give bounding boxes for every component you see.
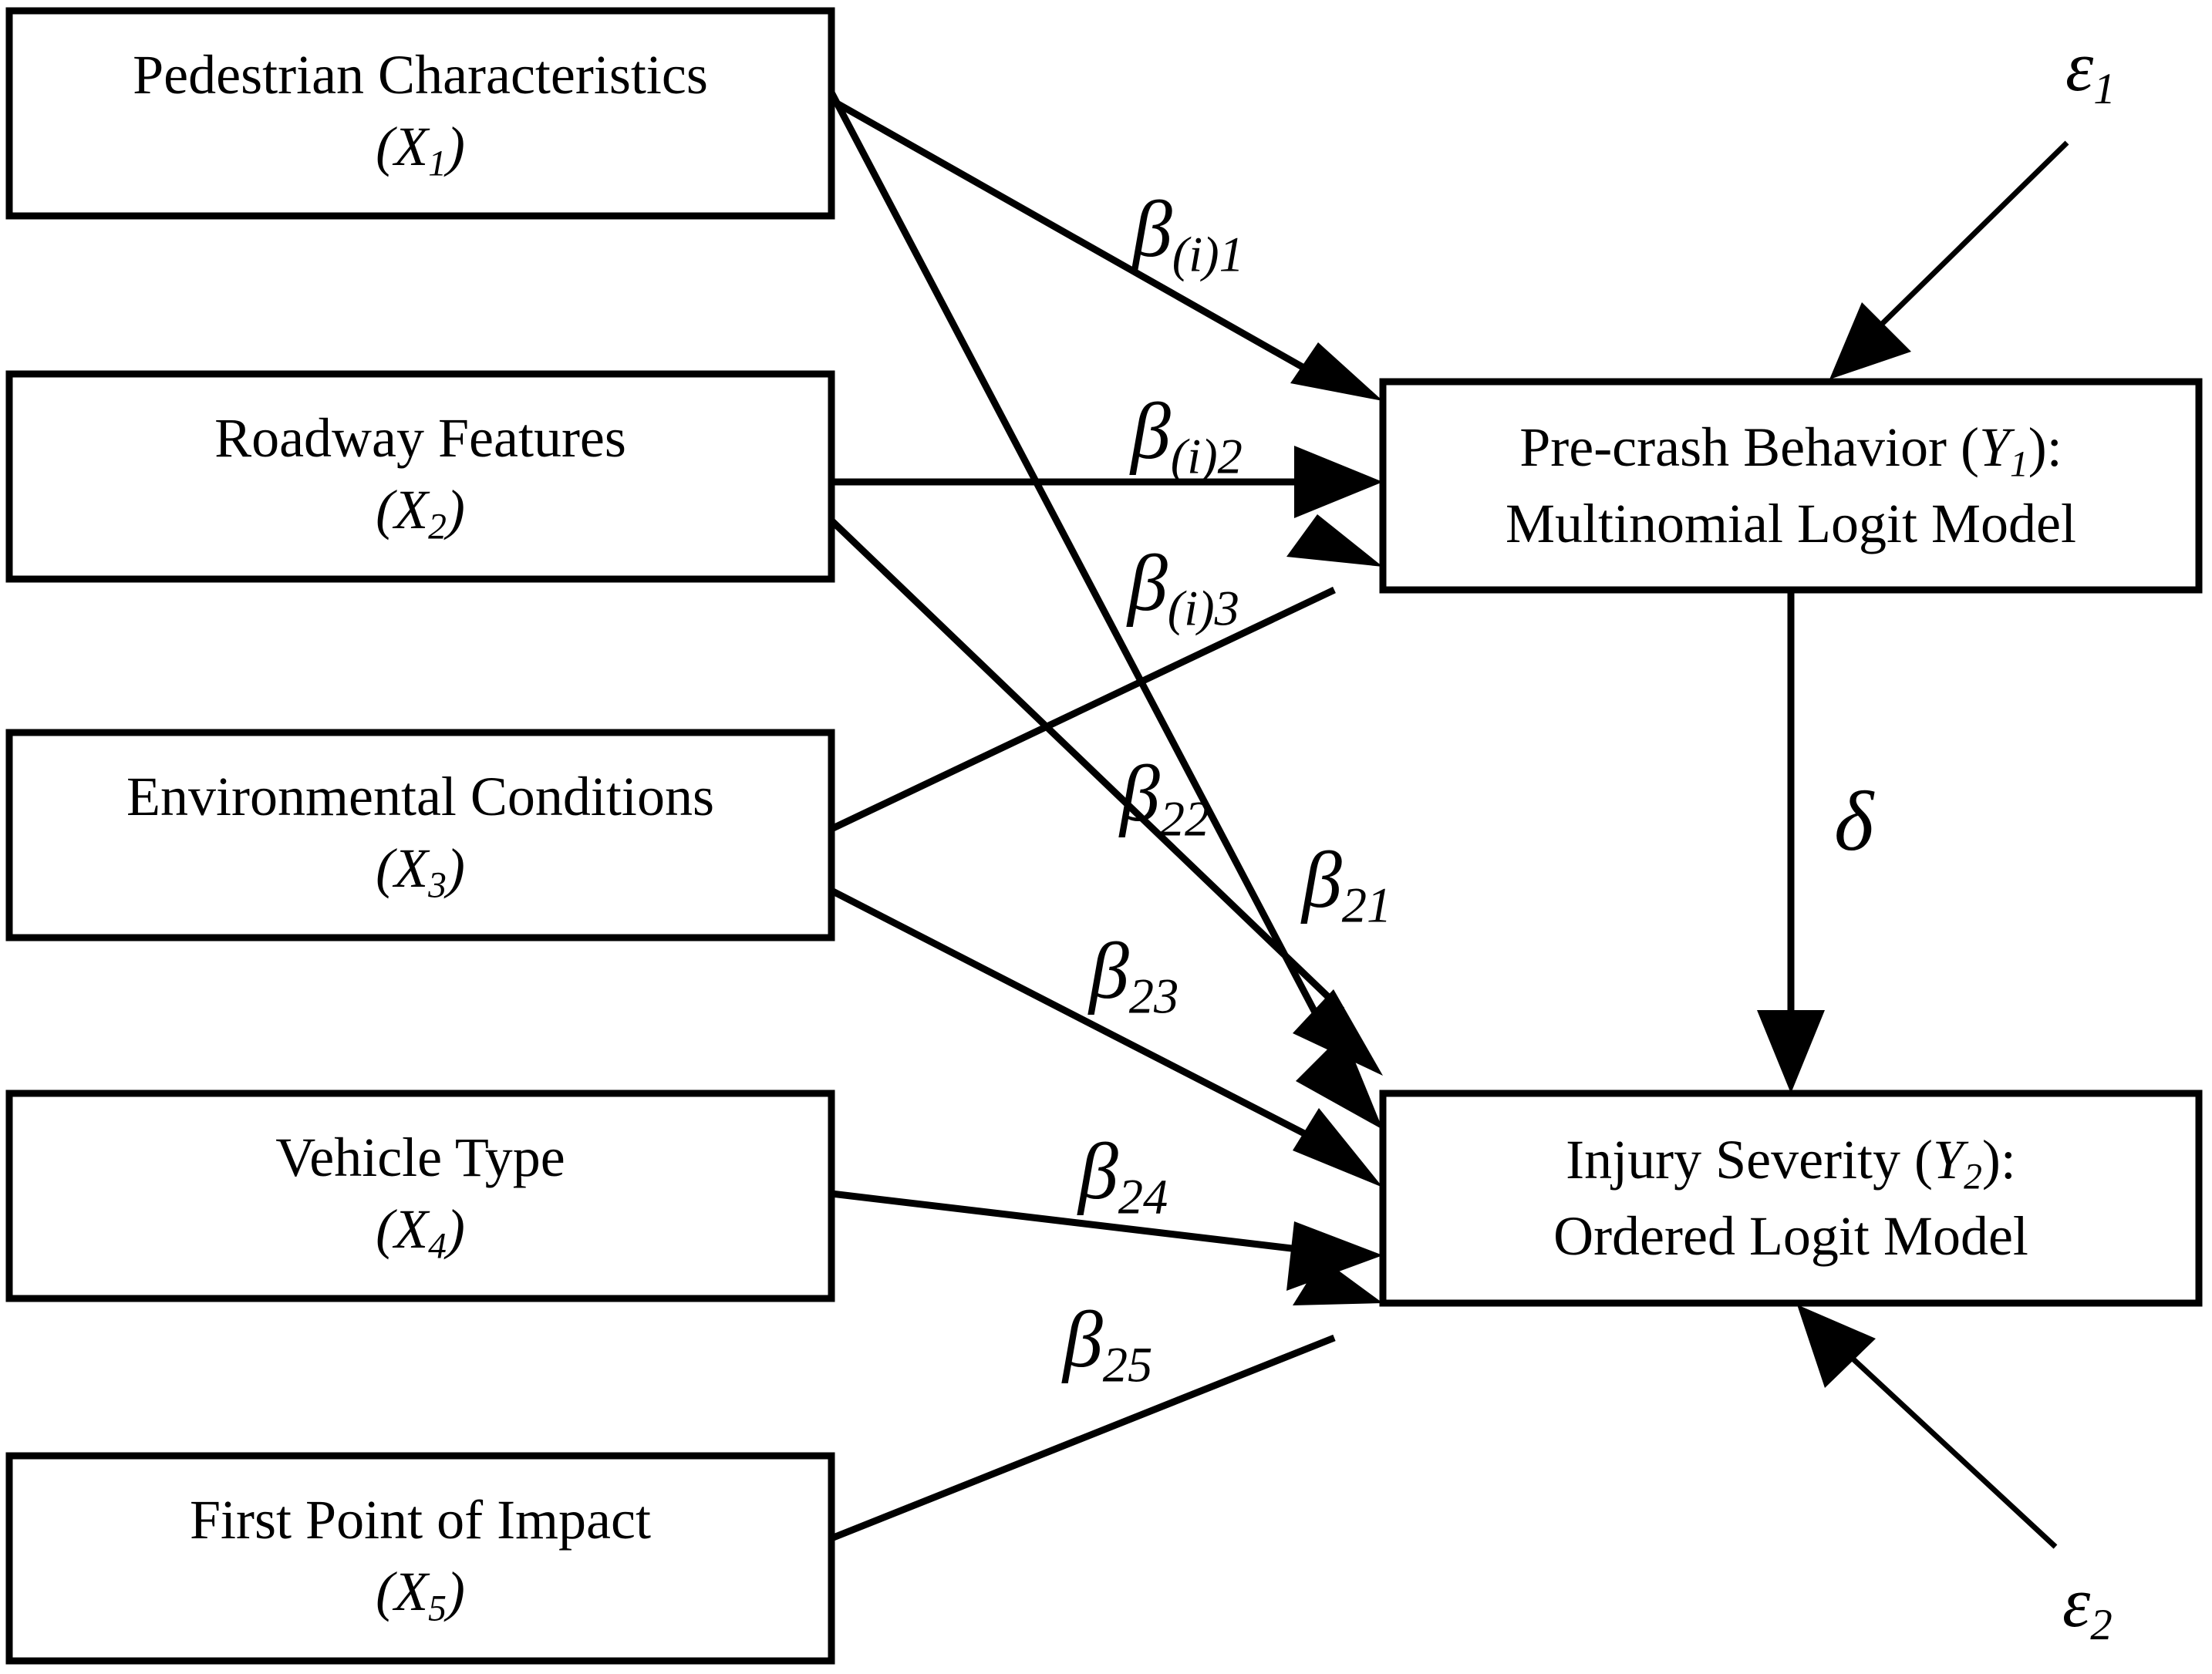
label-vehicle-type: Vehicle Type (X4): [9, 1093, 831, 1298]
path-epsilon2-to-y2: [1797, 1305, 2058, 1549]
box-injury-severity[interactable]: [1379, 1090, 2203, 1307]
arrowhead-epsilon2: [1797, 1305, 1876, 1388]
label-roadway-features: Roadway Features (X2): [9, 374, 831, 579]
label-first-point-of-impact: First Point of Impact (X5): [9, 1456, 831, 1661]
arrowhead-x2-y2: [1293, 989, 1383, 1076]
path-label-beta-22: β22: [1120, 749, 1210, 847]
label-environmental-conditions: Environmental Conditions (X3): [9, 733, 831, 938]
path-y1-to-y2-delta: [1757, 590, 1825, 1093]
box-title: Environmental Conditions: [126, 766, 714, 828]
box-roadway-features[interactable]: [5, 370, 835, 583]
arrowhead-x2-y1: [1294, 446, 1383, 518]
arrowhead-epsilon1: [1829, 302, 1911, 379]
box-title-line2: Ordered Logit Model: [1553, 1205, 2028, 1268]
path-label-beta-24: β24: [1078, 1127, 1168, 1224]
box-environmental-conditions[interactable]: [5, 729, 835, 941]
box-first-point-of-impact[interactable]: [5, 1452, 835, 1665]
box-title-line1: Pre-crash Behavior (Y1):: [1519, 416, 2062, 485]
label-pedestrian-characteristics: Pedestrian Characteristics (X1): [9, 11, 831, 216]
label-pre-crash-behavior: Pre-crash Behavior (Y1): Multinomial Log…: [1383, 382, 2199, 590]
path-x3-to-y1: [830, 514, 1383, 833]
box-title: First Point of Impact: [190, 1489, 651, 1551]
box-variable: (X1): [376, 115, 465, 184]
path-x2-to-y1: [831, 446, 1383, 518]
arrowhead-x5-y2: [1293, 1258, 1383, 1305]
label-injury-severity: Injury Severity (Y2): Ordered Logit Mode…: [1383, 1093, 2199, 1303]
box-title-line2: Multinomial Logit Model: [1506, 493, 2076, 555]
path-epsilon1-to-y1: [1829, 140, 2069, 379]
path-label-beta-21: β21: [1302, 836, 1392, 933]
box-title: Vehicle Type: [275, 1127, 565, 1189]
path-label-beta-i3: β(i)3: [1128, 539, 1239, 636]
box-pre-crash-behavior[interactable]: [1379, 378, 2203, 594]
box-title: Roadway Features: [214, 407, 626, 470]
path-x5-to-y2: [830, 1258, 1383, 1542]
path-x3-to-y2: [829, 887, 1383, 1187]
box-variable: (X3): [376, 837, 465, 905]
box-variable: (X4): [376, 1197, 465, 1266]
error-label-epsilon-1: ε1: [2065, 27, 2116, 114]
path-label-beta-25: β25: [1063, 1295, 1153, 1393]
box-variable: (X2): [376, 478, 465, 547]
error-label-epsilon-2: ε2: [2062, 1563, 2113, 1650]
arrowhead-x4-y2: [1286, 1221, 1383, 1291]
arrowhead-x1-y1: [1290, 342, 1383, 401]
path-x1-to-y2: [828, 90, 1383, 1130]
box-title: Pedestrian Characteristics: [133, 44, 708, 106]
path-label-delta: δ: [1834, 774, 1874, 868]
path-label-beta-i1: β(i)1: [1132, 185, 1244, 282]
arrowhead-x3-y2: [1293, 1108, 1383, 1187]
arrowhead-x1-y2: [1296, 1033, 1383, 1130]
path-x2-to-y2: [828, 517, 1383, 1076]
box-variable: (X5): [376, 1560, 465, 1629]
path-x4-to-y2: [831, 1190, 1383, 1291]
path-x1-to-y1: [829, 97, 1383, 401]
arrowhead-delta: [1757, 1010, 1825, 1093]
path-label-beta-i2: β(i)2: [1131, 387, 1243, 484]
box-title-line1: Injury Severity (Y2):: [1566, 1129, 2016, 1197]
path-label-beta-23: β23: [1089, 927, 1179, 1024]
arrowhead-x3-y1: [1286, 514, 1383, 567]
box-pedestrian-characteristics[interactable]: [5, 7, 835, 220]
